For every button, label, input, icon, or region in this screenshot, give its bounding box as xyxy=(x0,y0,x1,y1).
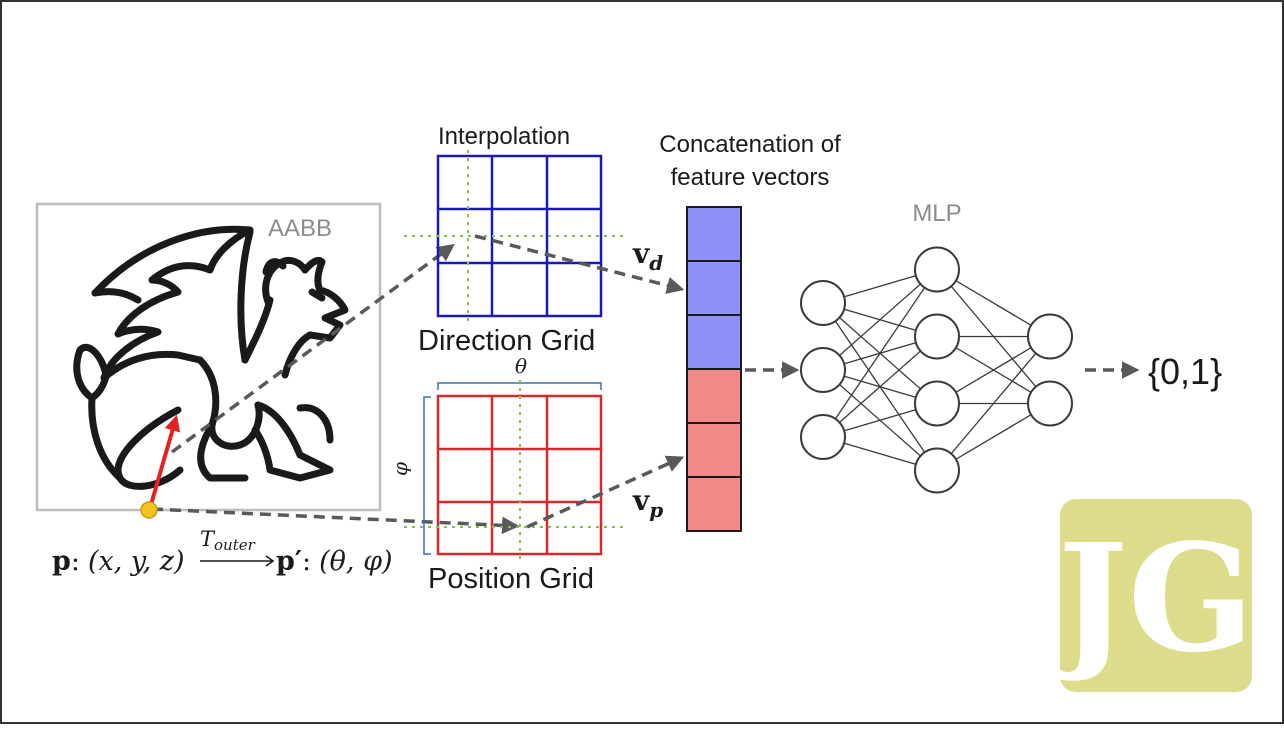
arrow-vp xyxy=(526,455,685,529)
theta-label: θ xyxy=(515,354,527,378)
concat-label-line2: feature vectors xyxy=(671,164,830,191)
feature-vector xyxy=(686,206,742,532)
formula-coords-prime: (θ, φ) xyxy=(319,546,392,577)
arrow-to-position-grid xyxy=(151,507,520,535)
dragon-icon xyxy=(73,225,349,490)
formula-transform: Touter xyxy=(200,527,256,554)
feature-cell-position xyxy=(686,476,742,532)
svg-text:p:(x, y, z): p: (x, y, z) xyxy=(52,546,185,577)
formula-colon1: : xyxy=(71,546,80,577)
mlp-neuron-layer-1 xyxy=(800,347,846,393)
mlp-label: MLP xyxy=(912,200,961,227)
svg-text:p′:(θ, φ): p′: (θ, φ) xyxy=(276,546,393,577)
mlp-connection xyxy=(822,269,938,371)
formula-p: p xyxy=(52,546,71,577)
mlp-neuron-layer-2 xyxy=(914,313,960,360)
mlp-neuron-layer-1 xyxy=(800,414,846,460)
interpolation-label: Interpolation xyxy=(438,123,570,150)
mlp-neuron-layer-2 xyxy=(914,246,960,293)
concat-label-line1: Concatenation of xyxy=(659,131,841,158)
direction-guides xyxy=(404,150,627,322)
mlp-neuron-layer-2 xyxy=(914,380,960,427)
feature-cell-direction xyxy=(686,260,742,316)
feature-cell-direction xyxy=(686,206,742,262)
mlp-connection xyxy=(822,269,938,438)
mlp-neuron-layer-3 xyxy=(1027,380,1073,427)
coordinate-transform-formula: p: (x, y, z) Touter p′: (θ, φ) xyxy=(52,527,393,577)
phi-bracket xyxy=(423,396,431,555)
phi-label: φ xyxy=(388,462,412,476)
arrow-to-direction-grid xyxy=(170,243,455,454)
position-grid-label: Position Grid xyxy=(428,563,594,595)
mlp-connection xyxy=(822,336,938,438)
position-grid xyxy=(436,394,603,556)
mlp-network xyxy=(800,246,1073,494)
mlp-neuron-layer-2 xyxy=(914,447,960,494)
position-guides xyxy=(404,380,627,560)
formula-p-prime: p′ xyxy=(276,546,302,577)
direction-grid-label: Direction Grid xyxy=(418,325,595,357)
feature-cell-direction xyxy=(686,314,742,370)
ray-arrow xyxy=(148,414,181,509)
mlp-neuron-layer-3 xyxy=(1027,313,1073,360)
feature-cell-position xyxy=(686,422,742,478)
mlp-neuron-layer-1 xyxy=(800,280,846,326)
aabb-box xyxy=(35,202,382,512)
formula-arrow-head xyxy=(265,555,275,567)
logo-text: JG xyxy=(1047,511,1254,685)
vp-label: vp xyxy=(632,484,663,522)
mlp-connection xyxy=(936,336,1051,471)
feature-cell-position xyxy=(686,368,742,424)
output-label: {0,1} xyxy=(1148,351,1222,392)
vd-label: vd xyxy=(632,237,663,275)
formula-coords: (x, y, z) xyxy=(88,546,185,577)
jg-logo: JG xyxy=(1047,499,1254,692)
formula-colon2: : xyxy=(302,546,311,577)
sample-point xyxy=(140,501,158,519)
aabb-label: AABB xyxy=(268,215,332,242)
